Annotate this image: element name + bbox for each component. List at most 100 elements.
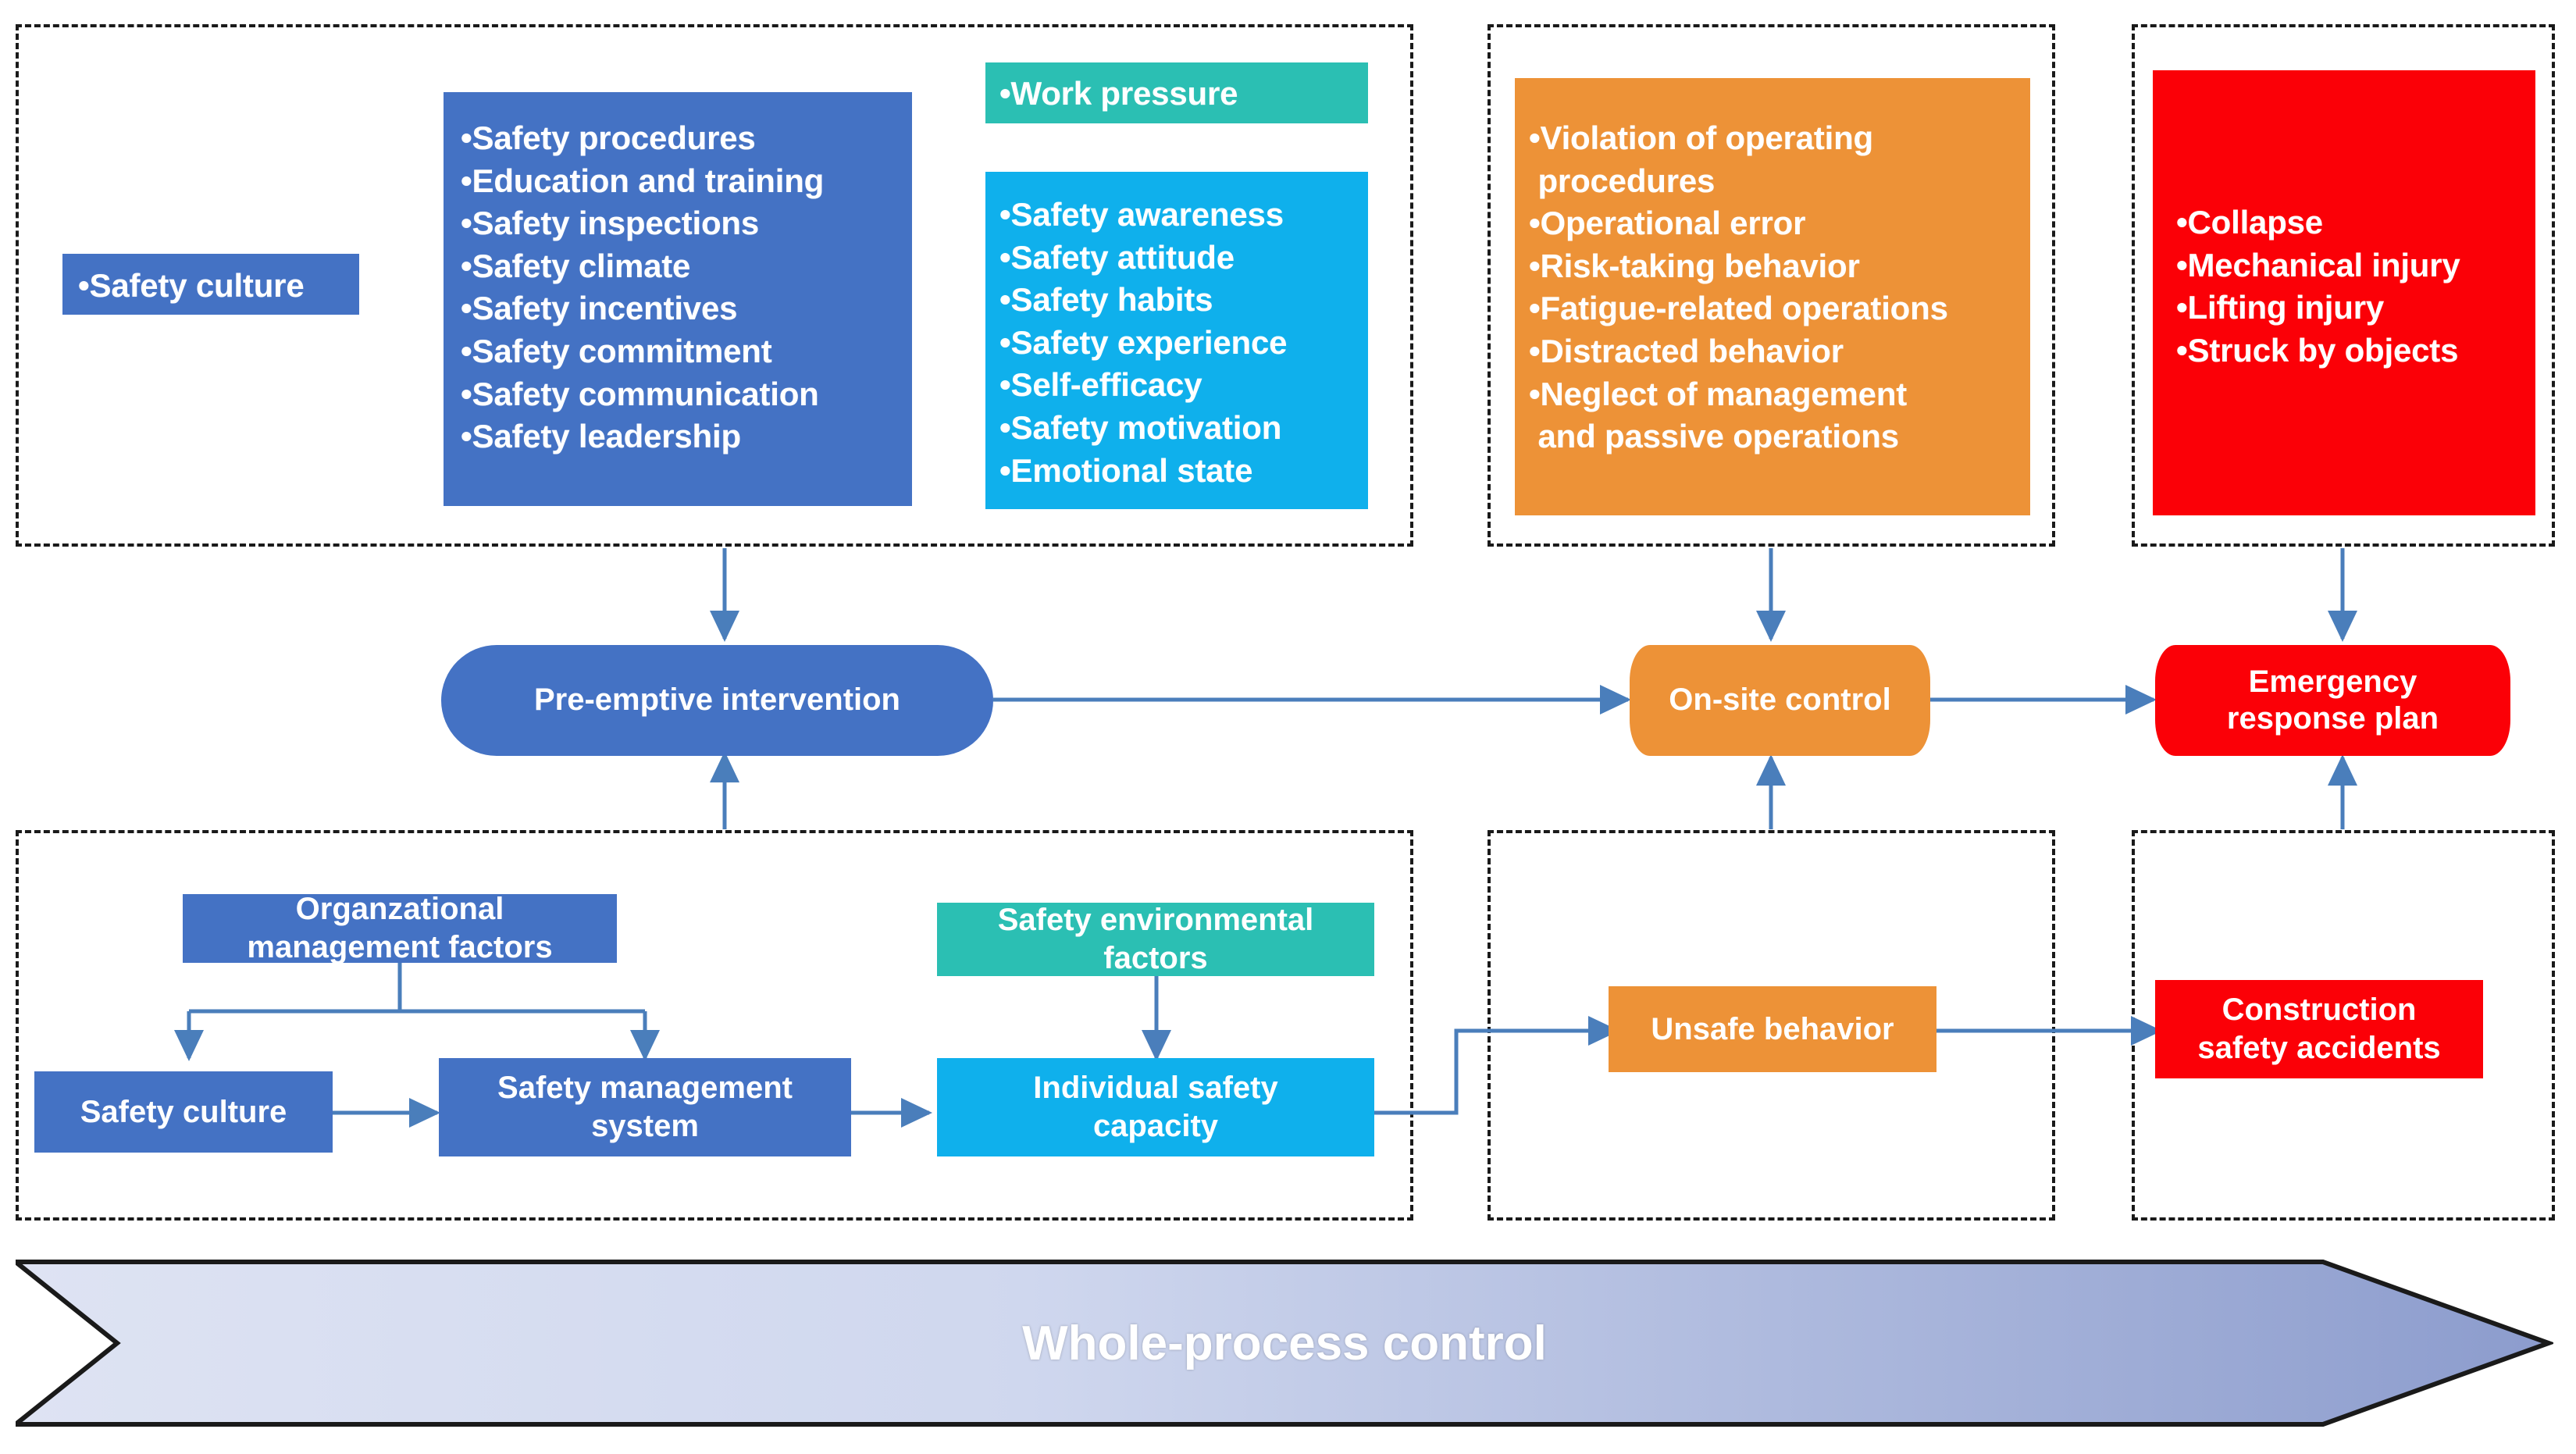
bullet-icon: •: [461, 247, 472, 284]
bullet-icon: •: [2176, 289, 2188, 326]
node-label-line1: Safety environmental: [997, 903, 1314, 938]
bullet-icon: •: [461, 119, 472, 156]
bullet-icon: •: [999, 238, 1011, 276]
bullet-icon: •: [1529, 375, 1541, 412]
card-individual-capacity[interactable]: •Safety awareness •Safety attitude •Safe…: [985, 172, 1368, 509]
bullet-icon: •: [1529, 119, 1541, 156]
dashed-group-top-left: [16, 24, 1413, 547]
bullet-icon: •: [461, 418, 472, 455]
banner-label-wrap: Whole-process control: [16, 1257, 2553, 1429]
bullet-icon: •: [1529, 290, 1541, 327]
list-item: •Education and training: [461, 160, 912, 203]
bullet-icon: •: [999, 75, 1011, 112]
list-item: •Safety awareness: [999, 194, 1368, 237]
card-organizational-factors[interactable]: •Safety procedures •Education and traini…: [444, 92, 912, 506]
bullet-icon: •: [999, 408, 1011, 446]
card-unsafe-behaviors[interactable]: •Violation of operating procedures •Oper…: [1515, 78, 2030, 515]
node-organizational-management-factors[interactable]: Organzational management factors: [183, 892, 617, 964]
node-pre-emptive-intervention[interactable]: Pre-emptive intervention: [441, 645, 993, 756]
bullet-icon: •: [2176, 246, 2188, 283]
list-item: •Safety leadership: [461, 415, 912, 458]
list-item: and passive operations: [1529, 418, 1899, 455]
card-unsafe-behaviors-list: •Violation of operating procedures •Oper…: [1529, 117, 2030, 458]
bullet-icon: •: [78, 267, 90, 304]
list-item: •Safety commitment: [461, 330, 912, 373]
node-label-line1: Safety management: [497, 1071, 793, 1106]
list-item: •Work pressure: [999, 73, 1368, 116]
node-label: On-site control: [1669, 682, 1891, 718]
bullet-icon: •: [999, 366, 1011, 404]
node-label: Pre-emptive intervention: [533, 682, 900, 718]
node-individual-safety-capacity[interactable]: Individual safety capacity: [937, 1058, 1374, 1156]
bullet-icon: •: [461, 332, 472, 369]
dashed-group-bottom-left: [16, 830, 1413, 1221]
bullet-icon: •: [999, 196, 1011, 233]
card-accident-types[interactable]: •Collapse •Mechanical injury •Lifting in…: [2153, 70, 2535, 515]
node-emergency-response-plan[interactable]: Emergency response plan: [2155, 645, 2510, 756]
list-item: •Safety incentives: [461, 287, 912, 330]
list-item: •Risk-taking behavior: [1529, 245, 2030, 288]
node-label-line2: response plan: [2226, 701, 2439, 736]
node-safety-culture[interactable]: Safety culture: [34, 1071, 333, 1153]
card-accident-types-list: •Collapse •Mechanical injury •Lifting in…: [2176, 201, 2535, 372]
node-label-line2: capacity: [1092, 1109, 1219, 1143]
node-unsafe-behavior[interactable]: Unsafe behavior: [1609, 986, 1936, 1072]
node-safety-management-system[interactable]: Safety management system: [439, 1058, 851, 1156]
node-label-line1: Construction: [2221, 992, 2417, 1028]
list-item: •Safety procedures: [461, 117, 912, 160]
node-label-line2: safety accidents: [2197, 1031, 2441, 1065]
bullet-icon: •: [999, 281, 1011, 319]
bullet-icon: •: [461, 290, 472, 327]
list-item: •Safety culture: [78, 265, 359, 308]
node-safety-environmental-factors[interactable]: Safety environmental factors: [937, 903, 1374, 976]
list-item: •Safety inspections: [461, 202, 912, 245]
node-label-line2: system: [591, 1109, 699, 1143]
node-construction-safety-accidents[interactable]: Construction safety accidents: [2155, 980, 2483, 1078]
list-item: •Operational error: [1529, 202, 2030, 245]
list-item: •Safety habits: [999, 279, 1368, 322]
list-item: •Self-efficacy: [999, 364, 1368, 407]
node-label-line1: Emergency: [2248, 664, 2417, 699]
dashed-group-top-right: [2132, 24, 2555, 547]
node-on-site-control[interactable]: On-site control: [1630, 645, 1930, 756]
node-label-line2: management factors: [247, 930, 553, 964]
bullet-icon: •: [461, 375, 472, 412]
dashed-group-top-mid: [1488, 24, 2055, 547]
list-item: •Lifting injury: [2176, 287, 2535, 330]
banner-label: Whole-process control: [1022, 1316, 1547, 1370]
list-item: •Struck by objects: [2176, 330, 2535, 372]
bullet-icon: •: [2176, 331, 2188, 369]
card-work-pressure[interactable]: •Work pressure: [985, 62, 1368, 123]
card-organizational-factors-list: •Safety procedures •Education and traini…: [461, 117, 912, 458]
list-item: procedures: [1529, 162, 1716, 199]
dashed-group-bottom-mid: [1488, 830, 2055, 1221]
list-item: •Neglect of management: [1529, 373, 2030, 416]
list-item: •Mechanical injury: [2176, 244, 2535, 287]
card-safety-culture[interactable]: •Safety culture: [62, 254, 359, 315]
card-safety-culture-list: •Safety culture: [78, 265, 359, 308]
list-item: •Safety motivation: [999, 407, 1368, 450]
bullet-icon: •: [1529, 247, 1541, 284]
bullet-icon: •: [1529, 332, 1541, 369]
bullet-icon: •: [999, 323, 1011, 361]
bullet-icon: •: [461, 162, 472, 199]
card-work-pressure-list: •Work pressure: [999, 73, 1368, 116]
list-item: •Safety climate: [461, 245, 912, 288]
node-label: Safety culture: [80, 1094, 287, 1129]
list-item: •Collapse: [2176, 201, 2535, 244]
list-item: •Emotional state: [999, 450, 1368, 493]
bullet-icon: •: [461, 205, 472, 242]
list-item: •Distracted behavior: [1529, 330, 2030, 373]
node-label-line1: Individual safety: [1033, 1071, 1278, 1106]
card-individual-capacity-list: •Safety awareness •Safety attitude •Safe…: [999, 194, 1368, 492]
list-item: •Safety experience: [999, 322, 1368, 365]
node-label: Unsafe behavior: [1651, 1011, 1894, 1046]
node-label-line2: factors: [1103, 941, 1208, 975]
list-item: •Fatigue-related operations: [1529, 287, 2030, 330]
banner-arrow-shape: [9, 1260, 2556, 1427]
bullet-icon: •: [2176, 204, 2188, 241]
list-item: •Violation of operating: [1529, 117, 2030, 160]
list-item: •Safety attitude: [999, 237, 1368, 280]
list-item: •Safety communication: [461, 373, 912, 416]
